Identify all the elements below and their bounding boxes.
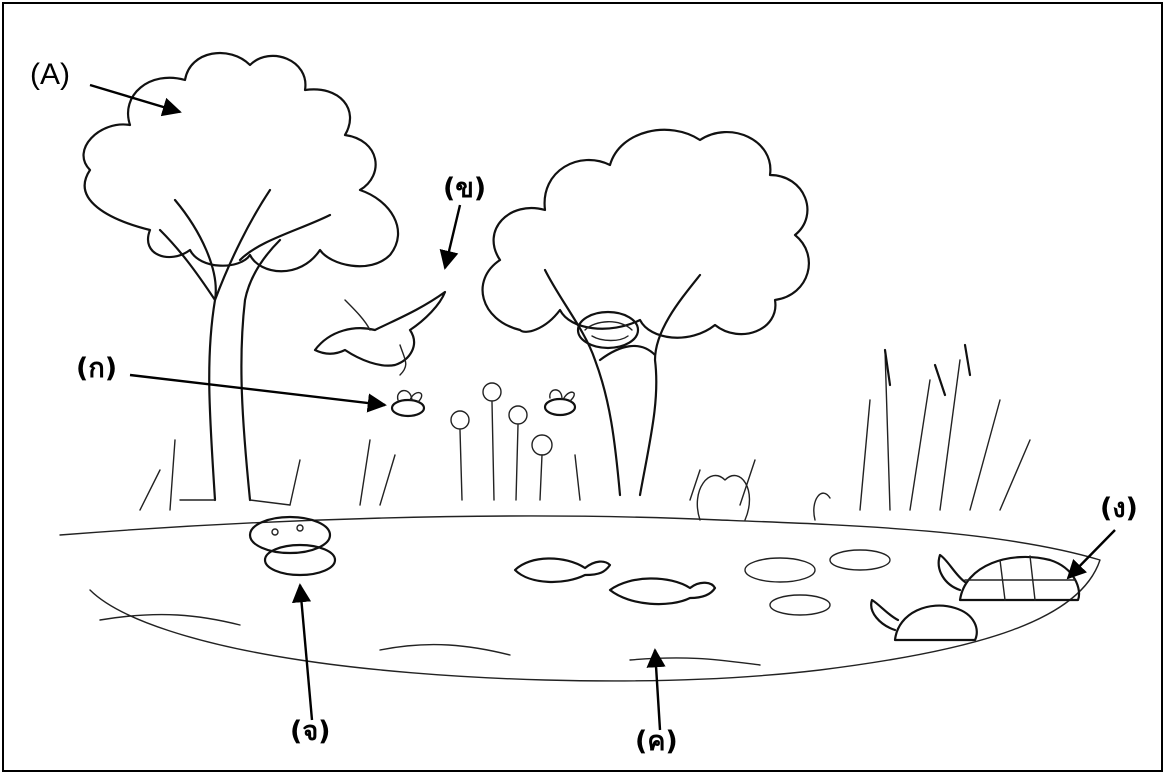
turtles: [871, 555, 1079, 640]
label-jor: (จ): [290, 718, 331, 745]
arrow-kor: [130, 375, 385, 405]
arrow-jor: [300, 585, 312, 720]
label-khor2: (ค): [635, 728, 678, 755]
label-kor: (ก): [76, 355, 117, 382]
bird: [315, 292, 445, 375]
pointer-arrows: [90, 85, 1115, 730]
label-a: (A): [30, 60, 70, 90]
arrow-a: [90, 85, 180, 112]
left-tree: [84, 53, 399, 505]
arrow-khor2: [655, 650, 660, 730]
label-ngor: (ง): [1100, 495, 1138, 522]
flowers: [451, 383, 552, 500]
pond: [60, 516, 1100, 681]
fish: [515, 558, 715, 604]
label-khor: (ข): [443, 175, 486, 202]
arrow-khor: [445, 205, 460, 268]
frogs: [250, 517, 335, 575]
right-tree: [483, 130, 809, 495]
grass-and-reeds: [140, 345, 1030, 510]
